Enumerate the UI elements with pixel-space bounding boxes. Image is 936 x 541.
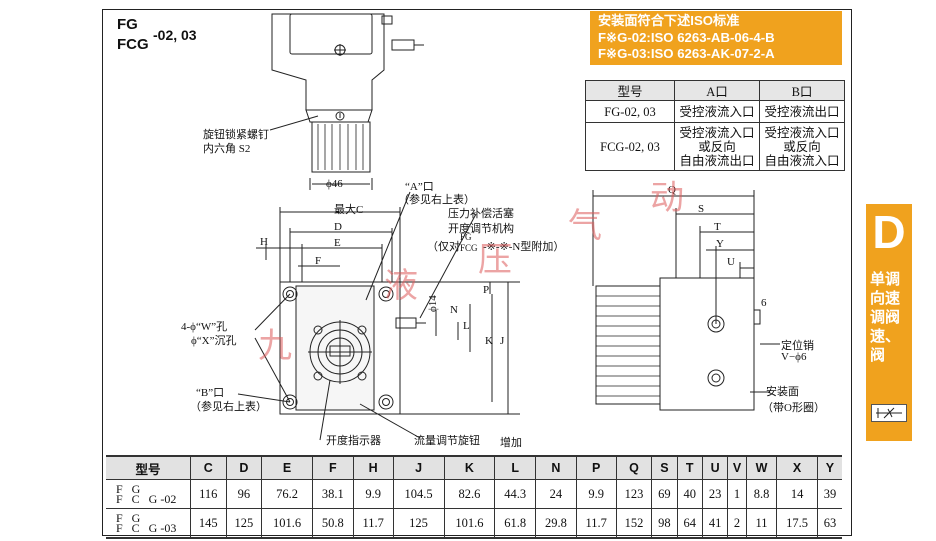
spec-model-fg: FG-02, 03 bbox=[585, 100, 675, 123]
dims-model-02: F G F C G-02 bbox=[106, 479, 191, 509]
title-suffix: -02, 03 bbox=[153, 27, 197, 43]
label-locating-pin: 定位销 bbox=[781, 340, 814, 352]
label-open-adj: 开度调节机构 bbox=[448, 223, 514, 235]
label-d: D bbox=[334, 221, 342, 233]
spec-fcg-b: 受控液流入口 或反向 自由液流入口 bbox=[759, 122, 845, 171]
label-knob-screw: 旋钮锁紧螺钉 bbox=[203, 129, 269, 141]
label-fcg-small: FCG bbox=[460, 243, 478, 253]
label-s: S bbox=[698, 203, 705, 215]
watermark-3: 压 bbox=[478, 242, 512, 279]
label-flow-knob: 流量调节旋钮 bbox=[414, 435, 480, 447]
dims-model-03: F G F C G-03 bbox=[106, 508, 191, 538]
label-y: Y bbox=[716, 238, 724, 250]
title-fcg: FCG bbox=[117, 36, 149, 53]
label-ref-a: （参见右上表） bbox=[398, 194, 475, 206]
section-letter: D bbox=[872, 206, 906, 258]
label-l: L bbox=[463, 320, 470, 332]
label-t: T bbox=[714, 221, 721, 233]
label-f: F bbox=[315, 255, 322, 267]
section-tab[interactable] bbox=[866, 204, 912, 441]
label-q: Q bbox=[668, 184, 676, 196]
watermark-2: 液 bbox=[384, 268, 418, 305]
label-max-c: 最大C bbox=[334, 204, 364, 216]
iso-standard-box: 安装面符合下述ISO标准 F※G-02:ISO 6263-AB-06-4-B F… bbox=[590, 11, 842, 65]
label-model-suffix: -※-※-N型附加） bbox=[483, 241, 565, 253]
label-increase: 增加 bbox=[500, 437, 522, 449]
label-comp-piston: 压力补偿活塞 bbox=[448, 208, 514, 220]
iso-heading: 安装面符合下述ISO标准 bbox=[598, 13, 740, 28]
section-title: 单调 向速 调阀 速、 阀 bbox=[870, 271, 901, 364]
label-indicator: 开度指示器 bbox=[326, 435, 381, 447]
label-e: E bbox=[334, 237, 341, 249]
spec-model-fcg: FCG-02, 03 bbox=[585, 122, 675, 171]
label-p: P bbox=[483, 284, 490, 296]
label-fg-small: FG bbox=[460, 232, 472, 242]
spec-fcg-a: 受控液流入口 或反向 自由液流出口 bbox=[674, 122, 760, 171]
dims-header-row: 型号 C D E F H J K L N P Q S T U V W X Y bbox=[106, 456, 842, 480]
spec-header-b: B口 bbox=[759, 80, 845, 101]
watermark-1: 九 bbox=[258, 328, 292, 365]
watermark-4: 气 bbox=[568, 208, 602, 245]
label-holes-w: 4-ϕ“W”孔 bbox=[181, 321, 228, 333]
label-phi14: ϕ14 bbox=[427, 295, 439, 312]
label-k: K bbox=[485, 335, 493, 347]
title-fg: FG bbox=[117, 16, 138, 33]
label-only-for: （仅对 bbox=[427, 241, 460, 253]
valve-symbol-icon bbox=[871, 404, 907, 422]
dimensions-table: 型号 C D E F H J K L N P Q S T U V W X Y F… bbox=[106, 455, 842, 539]
label-n: N bbox=[450, 304, 458, 316]
label-v-phi6: V−ϕ6 bbox=[781, 351, 807, 363]
label-six: 6 bbox=[761, 297, 767, 309]
watermark-5: 动 bbox=[650, 180, 684, 217]
label-holes-x: ϕ“X”沉孔 bbox=[191, 335, 237, 347]
label-phi46: ϕ46 bbox=[326, 178, 343, 190]
label-port-b: “B”口 bbox=[196, 387, 225, 399]
iso-03: F※G-03:ISO 6263-AK-07-2-A bbox=[598, 46, 775, 61]
label-hex: 内六角 S2 bbox=[203, 143, 251, 155]
label-u: U bbox=[727, 256, 735, 268]
spec-header-model: 型号 bbox=[585, 80, 675, 101]
spec-fg-b: 受控液流出口 bbox=[759, 100, 845, 123]
label-j: J bbox=[500, 335, 505, 347]
label-mount-face: 安装面 bbox=[766, 386, 799, 398]
label-h: H bbox=[260, 236, 268, 248]
port-spec-table: 型号 A口 B口 FG-02, 03 受控液流入口 受控液流出口 FCG-02,… bbox=[585, 80, 845, 171]
label-port-a: “A”口 bbox=[405, 181, 434, 193]
iso-02: F※G-02:ISO 6263-AB-06-4-B bbox=[598, 29, 775, 45]
label-ref-b: （参见右上表） bbox=[190, 401, 267, 413]
label-o-ring: （带O形圈） bbox=[762, 402, 825, 414]
